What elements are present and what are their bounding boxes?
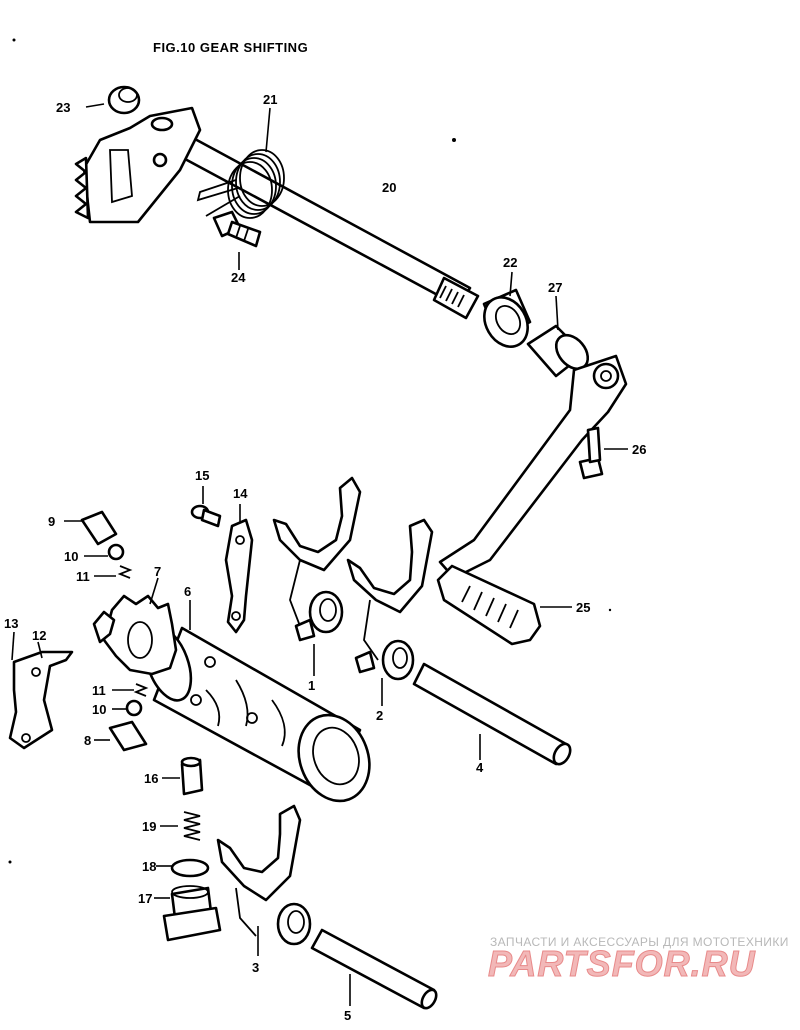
shift-arm — [74, 106, 202, 224]
callout-9: 9 — [48, 514, 55, 529]
part-24-bolt — [212, 210, 262, 270]
part-11-spring-lower — [112, 683, 149, 697]
part-19-neutral-spring — [160, 811, 201, 841]
part-27-spacer — [526, 295, 590, 378]
watermark-tagline: ЗАПЧАСТИ И АКСЕССУАРЫ ДЛЯ МОТОТЕХНИКИ — [490, 935, 789, 949]
part-6-gearshift-cam — [143, 600, 371, 803]
part-10-pin-upper — [84, 543, 125, 561]
part-14-guide-plate — [224, 504, 254, 634]
part-21-return-spring — [196, 107, 285, 219]
figure-title: FIG.10 GEAR SHIFTING — [153, 40, 308, 55]
callout-16: 16 — [144, 771, 158, 786]
callout-15: 15 — [195, 468, 209, 483]
part-5-fork-shaft — [310, 928, 438, 1010]
part-1-shift-fork — [272, 476, 362, 676]
part-23-roller — [85, 85, 141, 115]
callout-12: 12 — [32, 628, 46, 643]
callout-22: 22 — [503, 255, 517, 270]
part-3-shift-fork — [216, 804, 312, 956]
part-7-cam-driven-gear — [92, 577, 178, 676]
part-11-spring-upper — [94, 565, 133, 579]
callout-20: 20 — [382, 180, 396, 195]
callout-23: 23 — [56, 100, 70, 115]
callout-27: 27 — [548, 280, 562, 295]
callout-7: 7 — [154, 564, 161, 579]
scan-speck — [452, 138, 456, 142]
callout-3: 3 — [252, 960, 259, 975]
callout-1: 1 — [308, 678, 315, 693]
part-17-neutral-switch — [154, 885, 222, 942]
callout-8: 8 — [84, 733, 91, 748]
part-16-neutral-pin — [162, 756, 204, 796]
callout-25: 25 — [576, 600, 590, 615]
scan-speck — [608, 608, 612, 612]
callout-26: 26 — [632, 442, 646, 457]
callout-18: 18 — [142, 859, 156, 874]
callout-4: 4 — [476, 760, 484, 775]
watermark: ЗАПЧАСТИ И АКСЕССУАРЫ ДЛЯ МОТОТЕХНИКИ PA… — [488, 935, 789, 985]
part-9-stopper — [64, 510, 118, 546]
callout-5: 5 — [344, 1008, 351, 1023]
part-8-stopper — [94, 720, 148, 752]
part-18-o-ring — [156, 858, 210, 878]
callout-13: 13 — [4, 616, 18, 631]
part-22-oil-seal — [482, 271, 532, 348]
callout-19: 19 — [142, 819, 156, 834]
callout-labels: 23 21 20 24 22 27 26 25 15 14 9 10 11 7 … — [4, 92, 646, 1023]
callout-17: 17 — [138, 891, 152, 906]
scan-speck — [8, 860, 12, 864]
callout-10-lower: 10 — [92, 702, 106, 717]
callout-21: 21 — [263, 92, 277, 107]
scan-speck — [12, 38, 16, 42]
watermark-brand: PARTSFOR.RU — [488, 943, 756, 984]
part-2-shift-fork — [346, 518, 434, 706]
callout-24: 24 — [231, 270, 246, 285]
part-25-gearshift-lever — [436, 354, 628, 646]
part-15-screw — [190, 486, 222, 528]
callout-10-upper: 10 — [64, 549, 78, 564]
callout-11-upper: 11 — [76, 569, 90, 584]
callout-6: 6 — [184, 584, 191, 599]
callout-11-lower: 11 — [92, 683, 106, 698]
part-26-bolt — [578, 426, 628, 480]
part-12-cam-stopper-plate — [8, 631, 74, 750]
part-10-pin-lower — [112, 699, 143, 717]
part-4-fork-shaft — [412, 662, 572, 766]
callout-2: 2 — [376, 708, 383, 723]
callout-14: 14 — [233, 486, 248, 501]
